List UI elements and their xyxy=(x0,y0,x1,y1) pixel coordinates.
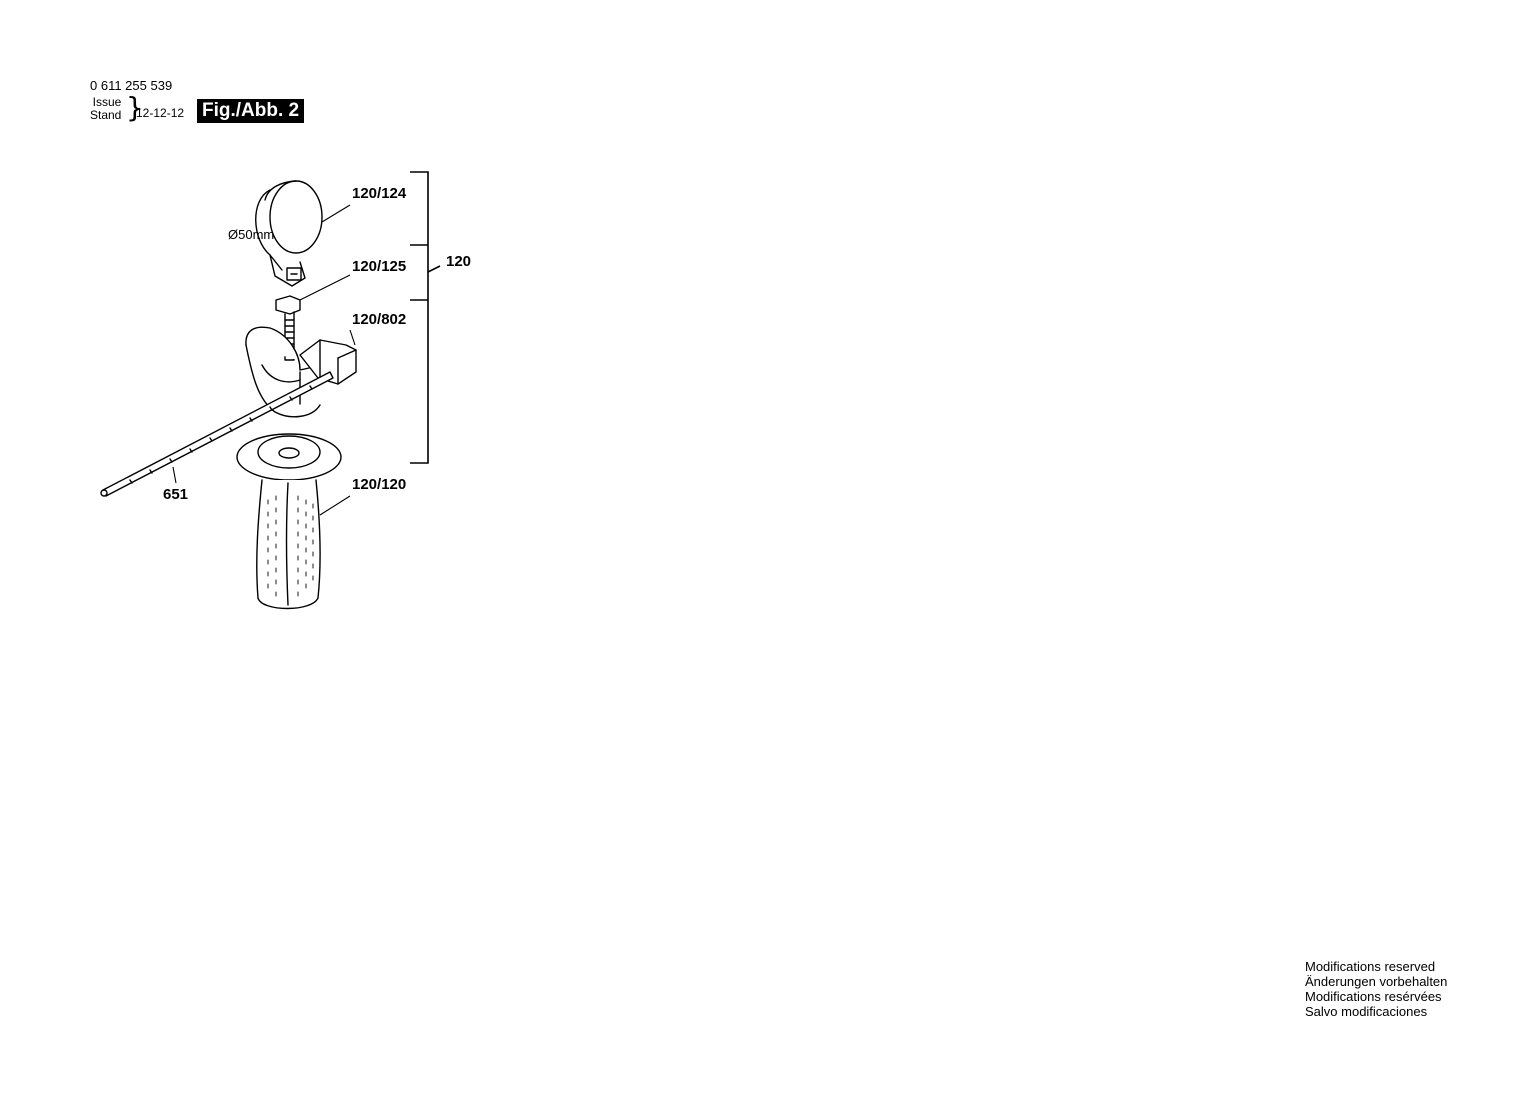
callout-depth-band: 120/124 xyxy=(352,185,407,202)
leader-lines xyxy=(172,204,356,516)
issue-stand-labels: Issue Stand xyxy=(90,96,121,122)
note-french: Modifications resérvées xyxy=(1305,989,1442,1004)
modification-notes: Modifications reserved Änderungen vorbeh… xyxy=(1305,959,1447,1019)
handle-illustration xyxy=(236,433,342,610)
callout-group: 120 xyxy=(446,253,471,270)
depth-band-illustration xyxy=(255,180,323,287)
issue-label: Issue xyxy=(92,95,122,109)
stand-label: Stand xyxy=(90,108,122,122)
depth-rod-illustration xyxy=(100,371,334,497)
document-number: 0 611 255 539 xyxy=(90,78,173,93)
diameter-note: Ø50mm xyxy=(228,227,274,242)
group-bracket xyxy=(410,171,441,464)
note-spanish: Salvo modificaciones xyxy=(1305,1004,1428,1019)
note-german: Änderungen vorbehalten xyxy=(1305,974,1448,989)
figure-badge: Fig./Abb. 2 xyxy=(197,99,305,123)
brace-glyph: } xyxy=(126,91,144,124)
callout-clamp: 120/802 xyxy=(352,311,406,328)
callout-screw: 120/125 xyxy=(352,258,406,275)
note-english: Modifications reserved xyxy=(1305,959,1436,974)
callout-handle: 120/120 xyxy=(352,476,406,493)
callout-depth-rod: 651 xyxy=(163,486,188,503)
clamp-body-illustration xyxy=(245,326,357,418)
issue-date: 12-12-12 xyxy=(136,106,185,120)
